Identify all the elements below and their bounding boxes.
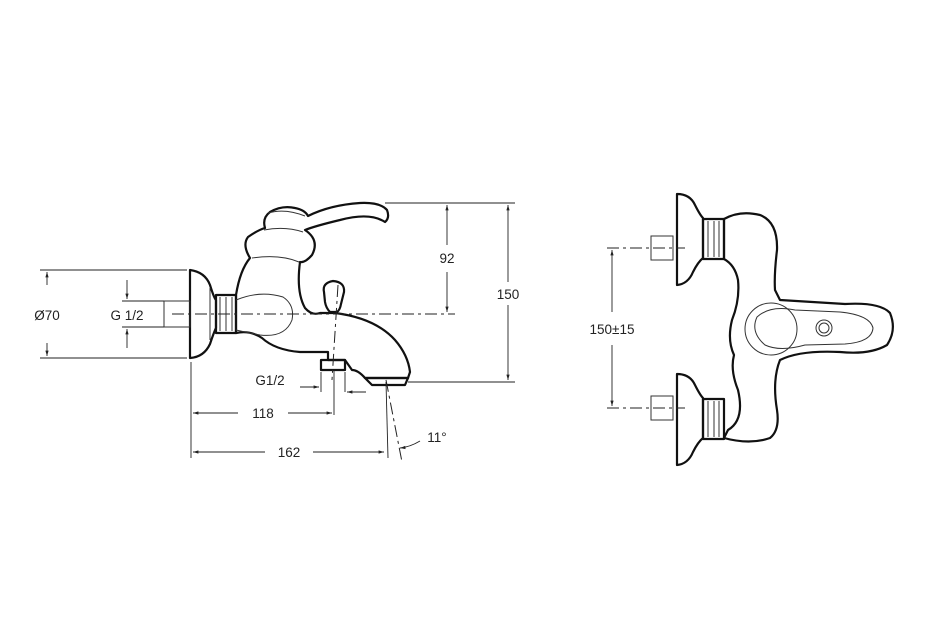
dim-spout-projection: 162 — [278, 445, 301, 460]
faucet-front-outline — [650, 192, 894, 467]
dim-inlet-thread: G 1/2 — [110, 308, 143, 323]
dim-total-height: 150 — [497, 287, 520, 302]
spout-axis-line — [385, 379, 403, 463]
dim-outlet-thread: G1/2 — [255, 373, 284, 388]
dim-center-distance: 150±15 — [590, 322, 635, 337]
side-view: Ø70 G 1/2 92 150 G1/2 118 162 11° — [34, 201, 520, 463]
dim-spout-angle: 11° — [427, 430, 446, 445]
dim-outlet-distance: 118 — [252, 406, 274, 421]
faucet-side-outline — [163, 201, 412, 387]
centerline — [607, 247, 685, 409]
dim-flange-diameter: Ø70 — [34, 308, 60, 323]
front-view: 150±15 — [590, 192, 894, 467]
dim-lever-height: 92 — [439, 251, 454, 266]
centerline — [331, 284, 339, 381]
